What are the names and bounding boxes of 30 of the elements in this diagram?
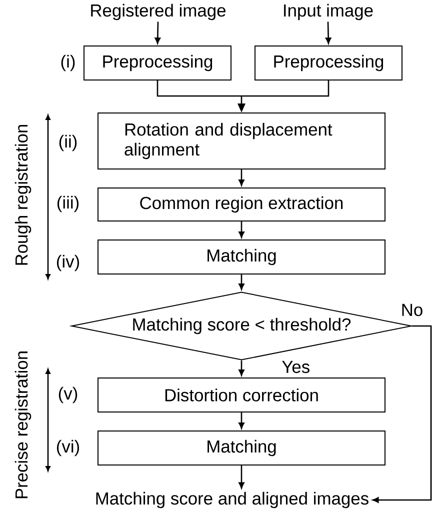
arrow xyxy=(154,22,161,44)
step-number: (v) xyxy=(58,386,78,404)
arrow xyxy=(238,412,244,429)
process-box: Preprocessing xyxy=(84,46,232,80)
arrow xyxy=(238,274,244,290)
start-text: Registered image xyxy=(91,4,226,20)
step-number: (i) xyxy=(61,54,75,72)
process-box: Common region extraction xyxy=(98,188,386,222)
process-box: Distortion correction xyxy=(98,378,386,412)
edge-label: Yes xyxy=(282,360,310,374)
start-text: Input image xyxy=(284,4,373,20)
arrow xyxy=(372,325,432,503)
arrow xyxy=(156,80,330,112)
process-box: Preprocessing xyxy=(254,46,402,80)
arrow xyxy=(238,222,244,238)
process-box: Matching xyxy=(98,240,386,274)
edge-label: No xyxy=(402,304,422,316)
arrow xyxy=(238,170,244,186)
phase-label: Precise registration xyxy=(14,352,32,498)
arrow xyxy=(238,360,244,376)
process-box: Matching xyxy=(98,430,386,466)
step-number: (iv) xyxy=(56,254,79,272)
arrow xyxy=(238,466,244,489)
step-number: (iii) xyxy=(57,196,79,212)
arrow xyxy=(325,22,332,44)
step-number: (ii) xyxy=(59,134,77,152)
process-box: Rotation and displacement alignment xyxy=(98,112,386,170)
step-number: (vi) xyxy=(56,440,79,456)
end-text: Matching score and aligned images xyxy=(96,492,368,508)
phase-label: Rough registration xyxy=(14,124,32,265)
